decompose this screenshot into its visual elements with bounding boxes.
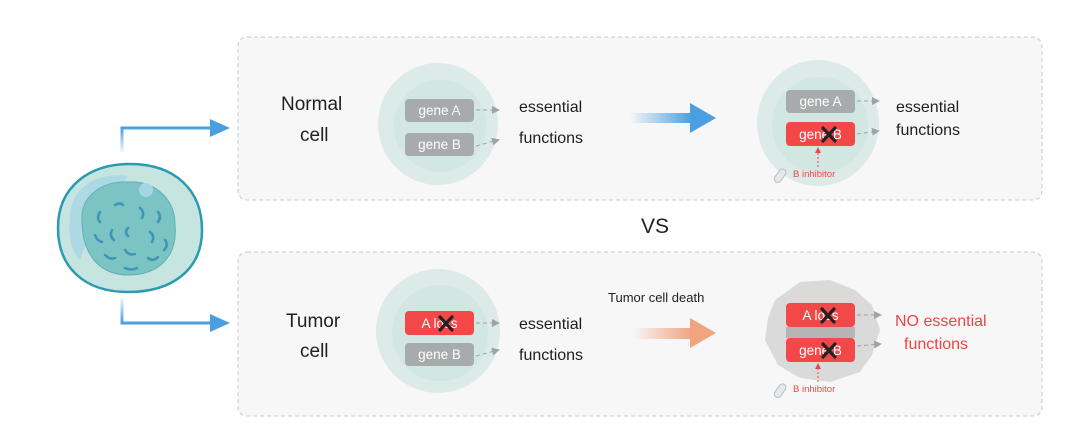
gene-a-label: gene A	[418, 103, 460, 118]
b-inhibitor-label: B inhibitor	[793, 169, 835, 180]
branch-arrow-normal	[120, 126, 212, 152]
gene-a-box	[405, 99, 474, 122]
source-cell-icon	[56, 162, 204, 294]
b-inhibitor-label: B inhibitor	[793, 384, 835, 395]
vs-label: VS	[641, 215, 669, 238]
gene-b-label: gene B	[418, 347, 461, 362]
tumor-cell-death-caption: Tumor cell death	[608, 290, 704, 305]
gene-a-label: gene A	[799, 94, 841, 109]
orange-transition-arrow	[632, 328, 692, 339]
blue-transition-arrow	[630, 113, 692, 123]
knockout-x-icon	[438, 315, 454, 332]
knockout-x-icon	[820, 307, 836, 324]
branch-arrow-tumor	[120, 298, 212, 325]
knockout-x-icon	[821, 342, 837, 359]
gene-b-box	[405, 133, 474, 156]
pill-icon	[773, 168, 787, 183]
gene-b-label: gene B	[418, 137, 461, 152]
pill-icon	[773, 383, 787, 398]
knockout-x-icon	[821, 126, 837, 143]
